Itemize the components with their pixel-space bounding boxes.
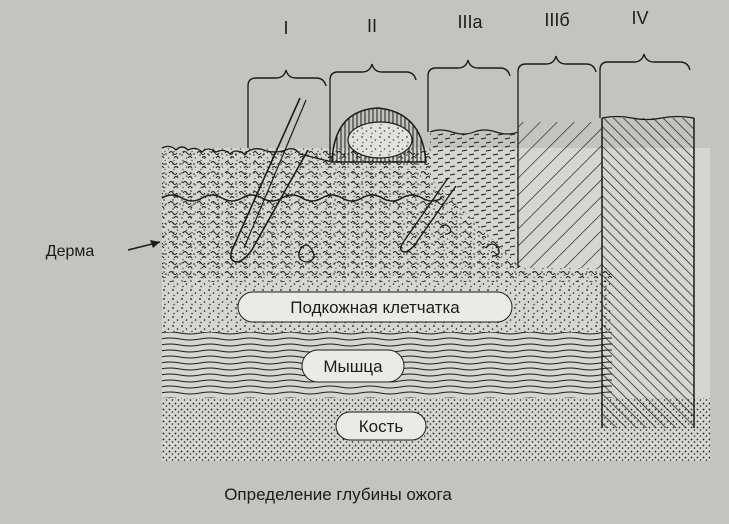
epidermis-line xyxy=(161,194,443,202)
dermis-stipple xyxy=(162,148,612,282)
zone-IIIb xyxy=(518,122,602,268)
degree-label-IIIb: IIIб xyxy=(544,10,569,30)
degree-label-IV: IV xyxy=(631,8,648,28)
degree-label-IIIa: IIIа xyxy=(457,12,483,32)
bone-label: Кость xyxy=(359,417,404,436)
brace-IIIa xyxy=(427,59,511,77)
sweat-gland-3 xyxy=(439,224,452,235)
dermis-arrowhead xyxy=(150,240,160,248)
degree-label-II: II xyxy=(367,16,377,36)
figure-caption: Определение глубины ожога xyxy=(224,485,452,504)
hair-follicle-1 xyxy=(230,97,309,263)
skin-surface-IIIa xyxy=(429,129,519,135)
sweat-gland-2 xyxy=(485,243,500,257)
muscle-label-box xyxy=(301,349,405,383)
zone-IIIa xyxy=(430,132,522,268)
subcutaneous-label: Подкожная клетчатка xyxy=(290,298,460,317)
brace-I xyxy=(247,69,327,87)
zone-IV-top-edge xyxy=(601,115,695,121)
degree-label-I: I xyxy=(283,18,288,38)
skin-surface-left xyxy=(161,145,333,163)
zone-IV xyxy=(602,118,694,428)
hair-follicle-2 xyxy=(243,99,307,249)
bone-label-box xyxy=(335,411,427,441)
brace-II xyxy=(329,63,417,81)
hair-follicle-3 xyxy=(399,177,457,253)
dermis-label: Дерма xyxy=(46,243,95,260)
muscle-label: Мышца xyxy=(323,357,383,376)
blister-fluid-dots xyxy=(350,124,410,156)
brace-IV xyxy=(599,53,691,71)
subcutaneous-label-box xyxy=(237,291,513,323)
sweat-gland-1 xyxy=(298,244,315,263)
brace-IIIb xyxy=(517,55,597,73)
